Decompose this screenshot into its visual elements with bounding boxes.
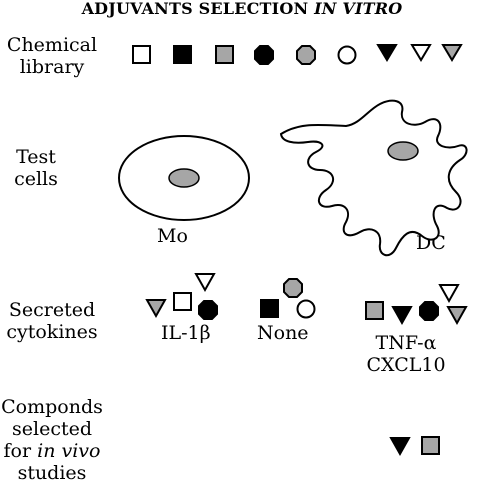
- gray-triangle-icon: [145, 299, 167, 319]
- gray-square-icon: [365, 301, 384, 320]
- title-emphasis: IN VITRO: [314, 0, 403, 18]
- gray-octagon-icon: [283, 278, 303, 298]
- row-label-library: Chemical library: [6, 34, 98, 78]
- il1b-symbol-group: [145, 273, 218, 320]
- row-label-cells: Test cells: [14, 146, 58, 190]
- row-label-secreted: Secreted cytokines: [6, 299, 98, 343]
- white-circle-icon: [296, 299, 316, 319]
- white-triangle-icon: [194, 273, 216, 293]
- monocyte-nucleus: [168, 168, 200, 188]
- black-octagon-icon: [419, 301, 439, 321]
- gray-triangle-icon: [441, 44, 463, 62]
- black-triangle-icon: [391, 306, 413, 326]
- black-triangle-icon: [376, 44, 398, 62]
- cytokine-label-none: None: [257, 322, 309, 344]
- black-octagon-icon: [198, 300, 218, 320]
- gray-square-icon: [421, 436, 440, 455]
- cell-label-mo: Mo: [157, 225, 188, 247]
- diagram-title: ADJUVANTS SELECTION IN VITRO: [0, 0, 484, 18]
- dendritic-cell: [279, 99, 468, 257]
- white-circle-icon: [337, 45, 357, 65]
- black-square-icon: [260, 299, 279, 318]
- black-square-icon: [173, 45, 192, 64]
- white-triangle-icon: [438, 284, 460, 304]
- dendritic-nucleus: [387, 141, 419, 161]
- title-main: ADJUVANTS SELECTION: [81, 0, 309, 18]
- row-label-compounds: Componds selected for in vivo studies: [1, 396, 103, 484]
- dendritic-membrane: [279, 99, 468, 257]
- selected-compounds-group: [389, 436, 440, 457]
- gray-triangle-icon: [446, 306, 468, 326]
- monocyte-cell: [118, 135, 250, 221]
- none-symbol-group: [260, 278, 316, 319]
- black-triangle-icon: [389, 437, 411, 457]
- tnf-cxcl10-symbol-group: [365, 284, 468, 326]
- chemical-library-symbols: [132, 44, 463, 65]
- cytokine-label-il1b: IL-1β: [161, 322, 211, 344]
- white-triangle-icon: [410, 44, 432, 62]
- white-square-icon: [173, 292, 192, 311]
- white-square-icon: [132, 45, 151, 64]
- cytokine-label-tnf-cxcl10: TNF-α CXCL10: [366, 332, 446, 376]
- gray-square-icon: [215, 45, 234, 64]
- black-octagon-icon: [254, 45, 274, 65]
- gray-octagon-icon: [296, 45, 316, 65]
